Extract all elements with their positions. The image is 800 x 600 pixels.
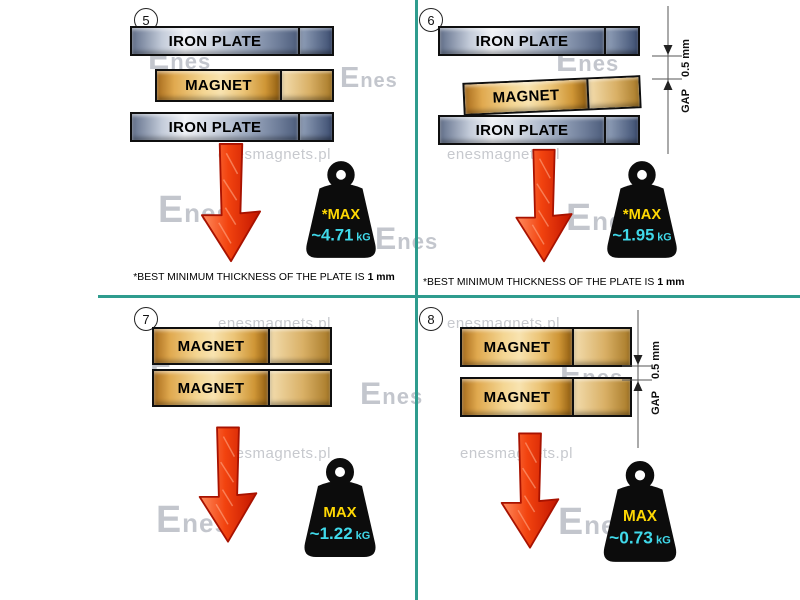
- site-watermark: enesmagnets.pl: [218, 445, 331, 462]
- weight-body: [603, 484, 677, 562]
- weight-body: [304, 481, 376, 557]
- magnet-bar-bottom: MAGNET: [460, 377, 632, 417]
- panel-5: 5 IRON PLATE MAGNET IRON PLATE *MAX ~4.7…: [0, 0, 417, 297]
- max-label: *MAX: [322, 207, 360, 223]
- gap-value: 0.5 mm: [650, 341, 662, 380]
- pull-force-arrow: [200, 142, 262, 263]
- iron-plate-label: IRON PLATE: [132, 114, 298, 140]
- iron-plate-top: IRON PLATE: [438, 26, 640, 56]
- iron-plate-end-cap: [298, 114, 332, 140]
- enes-logo-watermark: Enes: [340, 62, 398, 94]
- footnote-text: *BEST MINIMUM THICKNESS OF THE PLATE IS: [423, 277, 655, 288]
- magnet-label: MAGNET: [157, 71, 280, 100]
- site-watermark: enesmagnets.pl: [460, 445, 573, 462]
- magnet-pole-cap: [572, 379, 630, 415]
- site-watermark: enesmagnets.pl: [447, 146, 560, 163]
- pull-force-arrow: [515, 148, 573, 263]
- pull-force-arrow: [198, 426, 258, 543]
- panel-number-badge: 8: [419, 307, 443, 331]
- weight-handle: [625, 461, 655, 490]
- iron-plate-label: IRON PLATE: [132, 28, 298, 54]
- horizontal-divider: [98, 295, 800, 298]
- gap-value: 0.5 mm: [680, 39, 692, 78]
- magnet-bar-bottom: MAGNET: [152, 369, 332, 407]
- gap-dimension-lines: [622, 310, 652, 448]
- magnet-bar-top: MAGNET: [460, 327, 632, 367]
- magnet-pole-cap: [268, 371, 330, 405]
- iron-plate-label: IRON PLATE: [440, 117, 604, 143]
- gap-dimension-label: GAP 0.5 mm: [680, 11, 692, 141]
- magnet-label: MAGNET: [462, 379, 572, 415]
- magnet-pole-cap: [268, 329, 330, 363]
- gap-dimension-label: GAP 0.5 mm: [650, 313, 662, 443]
- iron-plate-label: IRON PLATE: [440, 28, 604, 54]
- iron-plate-top: IRON PLATE: [130, 26, 334, 56]
- weight-handle: [327, 161, 355, 189]
- iron-plate-end-cap: [604, 28, 638, 54]
- max-label: MAX: [623, 508, 658, 525]
- magnet-label: MAGNET: [462, 329, 572, 365]
- weight-handle: [628, 161, 656, 189]
- weight-body: [306, 183, 376, 258]
- max-label: *MAX: [623, 207, 661, 223]
- vertical-divider: [415, 0, 418, 600]
- magnet-pole-cap: [280, 71, 332, 100]
- footnote-bold: 1 mm: [367, 272, 395, 283]
- magnet-bar-top: MAGNET: [152, 327, 332, 365]
- magnet-pole-cap: [572, 329, 630, 365]
- magnet-pole-cap: [586, 77, 640, 109]
- panel-8: 8 MAGNET MAGNET GAP 0.5 mm: [417, 297, 800, 600]
- magnet-bar: MAGNET: [462, 75, 642, 116]
- magnet-label: MAGNET: [154, 371, 268, 405]
- pull-force-arrow: [500, 432, 560, 549]
- iron-plate-bottom: IRON PLATE: [130, 112, 334, 142]
- magnet-label: MAGNET: [464, 79, 588, 114]
- gap-word: GAP: [680, 89, 692, 113]
- iron-plate-bottom: IRON PLATE: [438, 115, 640, 145]
- footnote-text: *BEST MINIMUM THICKNESS OF THE PLATE IS: [133, 272, 365, 283]
- weight-handle: [326, 458, 354, 486]
- site-watermark: enesmagnets.pl: [218, 146, 331, 163]
- magnet-bar: MAGNET: [155, 69, 334, 102]
- gap-dimension-lines: [652, 6, 682, 154]
- magnet-label: MAGNET: [154, 329, 268, 363]
- max-label: MAX: [323, 504, 356, 521]
- iron-plate-end-cap: [604, 117, 638, 143]
- footnote-bold: 1 mm: [657, 277, 685, 288]
- weight-body: [607, 183, 677, 258]
- iron-plate-end-cap: [298, 28, 332, 54]
- gap-word: GAP: [650, 391, 662, 415]
